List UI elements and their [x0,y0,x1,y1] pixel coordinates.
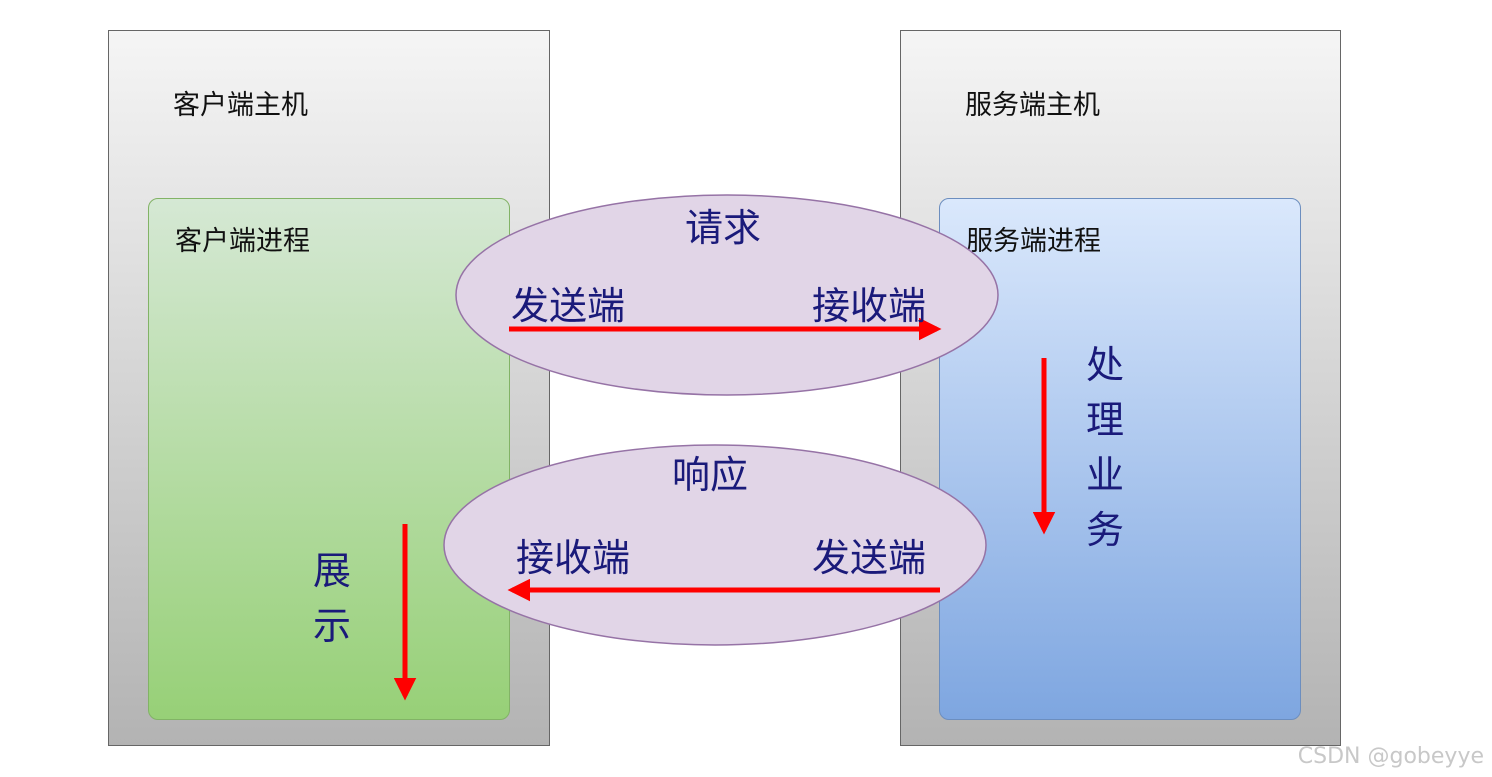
client-process-box: 客户端进程 [148,198,510,720]
request-title: 请求 [685,206,762,250]
watermark: CSDN @gobeyye [1297,744,1484,769]
request-sender-label: 发送端 [511,284,626,328]
request-receiver-label: 接收端 [812,284,927,328]
response-sender-label: 发送端 [812,536,927,580]
response-ellipse [443,444,987,646]
client-host-title: 客户端主机 [173,90,308,121]
client-process-title: 客户端进程 [175,226,310,257]
server-host-title: 服务端主机 [965,90,1100,121]
server-process-box: 服务端进程 [939,198,1301,720]
response-title: 响应 [672,453,749,497]
server-process-title: 服务端进程 [966,226,1101,257]
process-business-label: 处理业务 [1085,343,1124,552]
display-label: 展示 [312,549,351,648]
response-receiver-label: 接收端 [516,536,631,580]
request-ellipse [455,194,999,396]
